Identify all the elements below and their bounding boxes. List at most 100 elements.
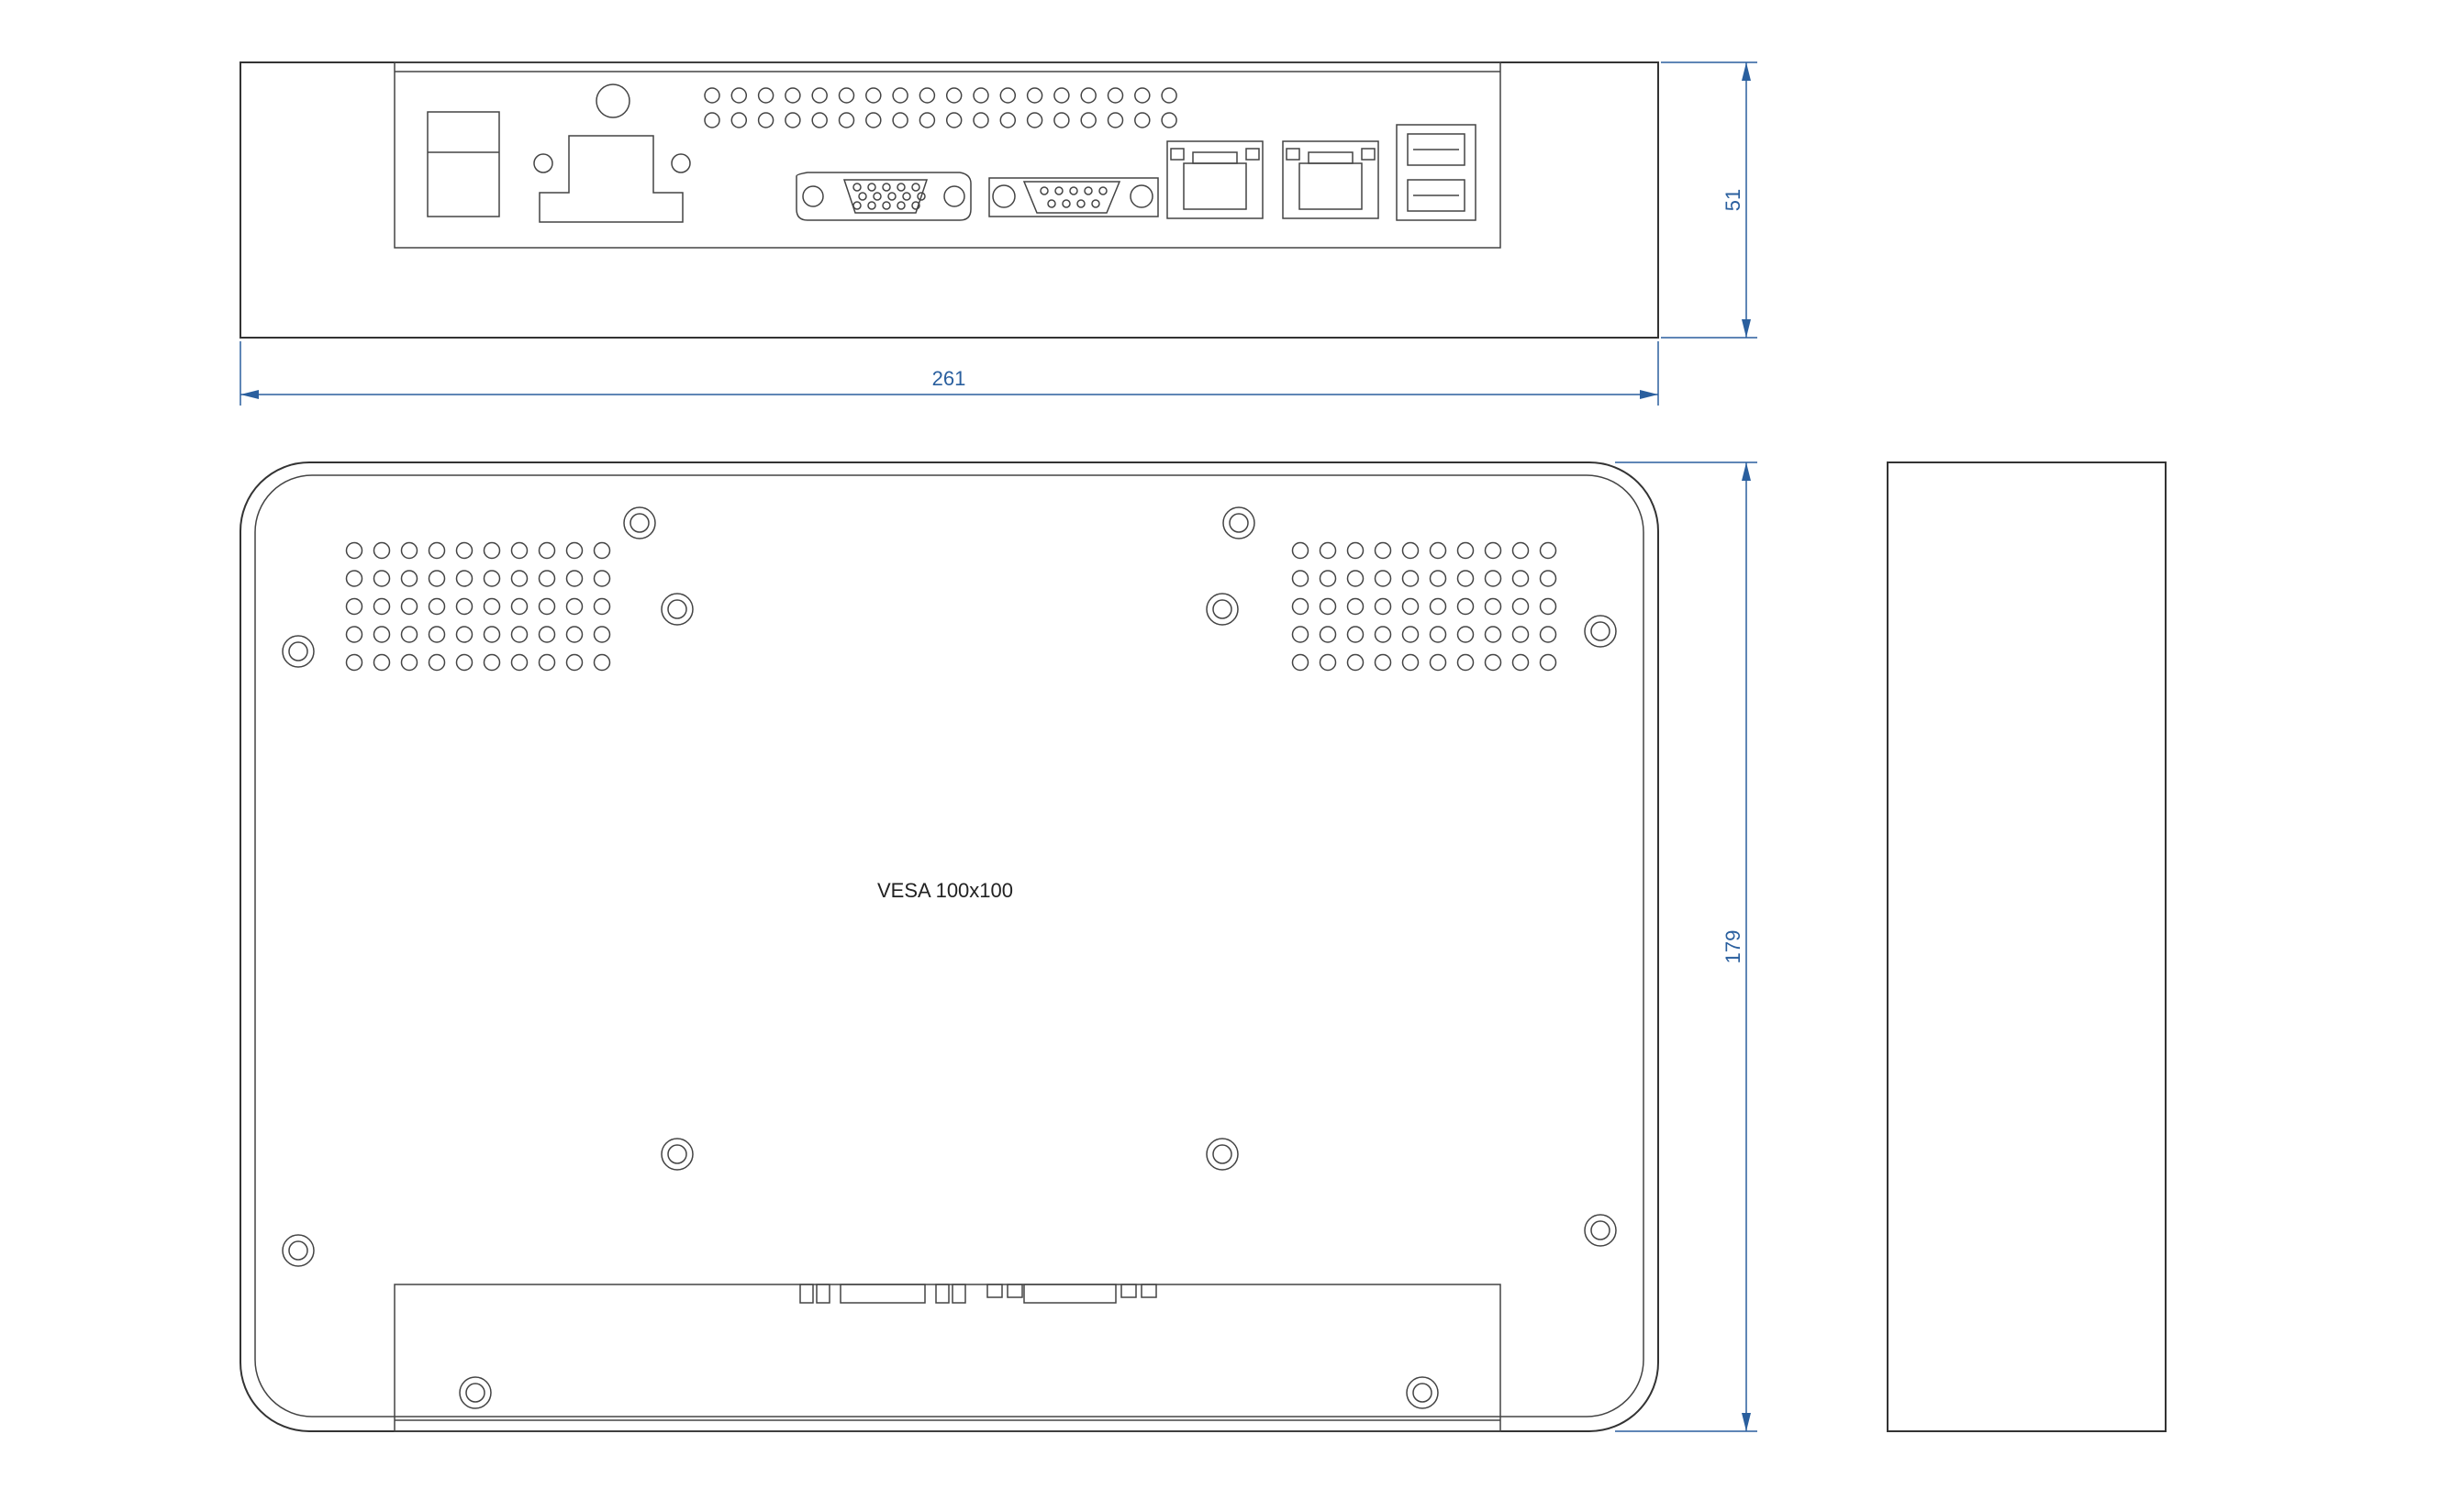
vent-hole [593,541,611,560]
vent-hole [1319,570,1337,587]
vent-hole [1346,570,1365,587]
vent-hole [1511,653,1530,672]
vent-hole [1374,626,1392,643]
vent-hole [1291,570,1309,587]
vent-hole [999,87,1017,104]
vent-hole [373,626,391,643]
vent-hole [1456,653,1475,672]
vent-hole [1456,626,1475,643]
vent-hole [945,87,963,104]
vent-hole [373,597,391,616]
vent-hole [865,87,882,104]
vent-hole [538,570,556,587]
vent-hole [1401,597,1420,616]
vent-hole [1484,626,1502,643]
vent-hole [892,87,908,104]
vent-hole [1319,597,1337,616]
vent-hole [704,87,720,104]
vent-hole [428,626,446,643]
vga-pin [917,192,926,201]
dimension-height-top: 51 [1661,61,1757,339]
vent-hole [538,626,556,643]
vent-hole [483,626,501,643]
bottom-recess [394,1284,1501,1432]
vent-hole [811,87,828,104]
vent-hole [785,87,801,104]
vent-hole [538,597,556,616]
vga-pin [897,201,906,210]
com-pin [1091,199,1100,208]
screw [661,1138,694,1171]
vent-hole [1053,87,1070,104]
vent-hole [538,541,556,560]
dimension-width: 261 [240,341,1659,406]
vent-hole [593,653,611,672]
vent-hole [1026,112,1043,128]
vent-hole [428,597,446,616]
vent-hole [892,112,908,128]
vent-hole [838,112,855,128]
com-pin [1062,199,1071,208]
vent-hole [1291,626,1309,643]
vent-hole [428,570,446,587]
top-view-housing [240,61,1659,339]
vent-hole [565,653,584,672]
vent-hole [704,112,720,128]
vent-hole [538,653,556,672]
vent-grid-right [1291,541,1557,672]
top-vent-holes [704,87,1177,128]
vent-hole [565,541,584,560]
com-pin [1076,199,1086,208]
vent-hole [973,112,989,128]
vent-hole [455,541,474,560]
vent-hole [565,626,584,643]
vent-hole [1346,653,1365,672]
screw-holes [282,506,1617,1409]
vent-hole [345,597,363,616]
vent-hole [345,626,363,643]
screw-inner [629,513,650,533]
vent-hole [1291,653,1309,672]
vga-pin [882,201,891,210]
vga-pin [867,183,876,192]
vent-hole [1484,570,1502,587]
screw [1584,615,1617,648]
vent-hole [428,653,446,672]
vent-hole [757,87,774,104]
vent-hole [593,570,611,587]
vent-hole [483,541,501,560]
usb-ports [1396,124,1476,221]
com-pin [1047,199,1056,208]
screw-inner [1229,513,1249,533]
vent-hole [1429,541,1447,560]
screw [282,1234,315,1267]
vent-hole [1484,541,1502,560]
vent-hole [455,626,474,643]
vent-hole [455,570,474,587]
vga-pin [873,192,882,201]
vent-hole [1374,570,1392,587]
vga-pin [887,192,897,201]
vent-hole [345,541,363,560]
com-pin [1054,186,1064,195]
mount-bracket [533,135,691,223]
vent-hole [400,570,418,587]
vent-hole [1429,570,1447,587]
vent-hole [1539,597,1557,616]
vent-hole [510,570,529,587]
vent-hole [1456,597,1475,616]
vent-hole [785,112,801,128]
io-panel [394,61,1501,249]
vent-hole [1374,653,1392,672]
vent-hole [428,541,446,560]
vent-hole [1484,653,1502,672]
vesa-label: VESA 100x100 [877,879,1013,902]
vent-hole [1456,570,1475,587]
vent-hole [483,597,501,616]
lan-port-1 [1166,140,1264,219]
screw [282,635,315,668]
screw [661,593,694,626]
com-pin [1098,186,1108,195]
vent-hole [1026,87,1043,104]
